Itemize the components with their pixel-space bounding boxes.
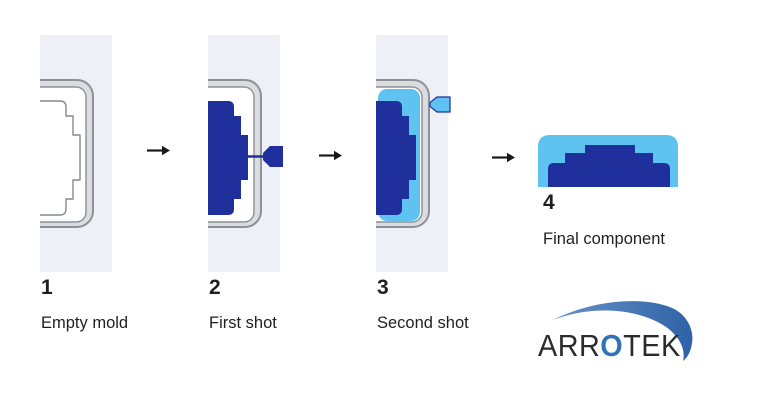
arrow-right-icon (147, 145, 170, 156)
mold-inner-cavity (40, 86, 87, 223)
step-number-4: 4 (543, 191, 556, 214)
step-number-3: 3 (377, 276, 390, 299)
logo-text-pre: ARR (538, 328, 601, 363)
arrow-right-icon (492, 152, 515, 163)
step-label-first-shot: First shot (209, 314, 277, 332)
logo-swoosh-icon (553, 301, 693, 361)
logo-letter-o: O (600, 328, 624, 363)
final-component-graphic (538, 135, 678, 187)
step-number-1: 1 (41, 276, 54, 299)
first-shot-graphic (208, 35, 283, 272)
step-label-final-component: Final component (543, 230, 665, 248)
step-label-second-shot: Second shot (377, 314, 469, 332)
arrow-right-icon (319, 150, 342, 161)
step-label-empty-mold: Empty mold (41, 314, 129, 332)
first-shot-core (548, 145, 670, 187)
second-shot-graphic (376, 35, 451, 272)
arrotek-logo: ARROTEK (528, 293, 734, 377)
injection-nozzle-icon (429, 96, 451, 113)
logo-wordmark: ARROTEK (538, 330, 681, 361)
injection-nozzle-icon (263, 146, 283, 167)
first-shot-material (208, 101, 248, 215)
first-shot-material (376, 101, 416, 215)
logo-text-post: TEK (623, 328, 681, 363)
empty-mold-graphic (40, 35, 112, 272)
step-number-2: 2 (209, 276, 222, 299)
mold-cavity-outline (40, 100, 81, 216)
